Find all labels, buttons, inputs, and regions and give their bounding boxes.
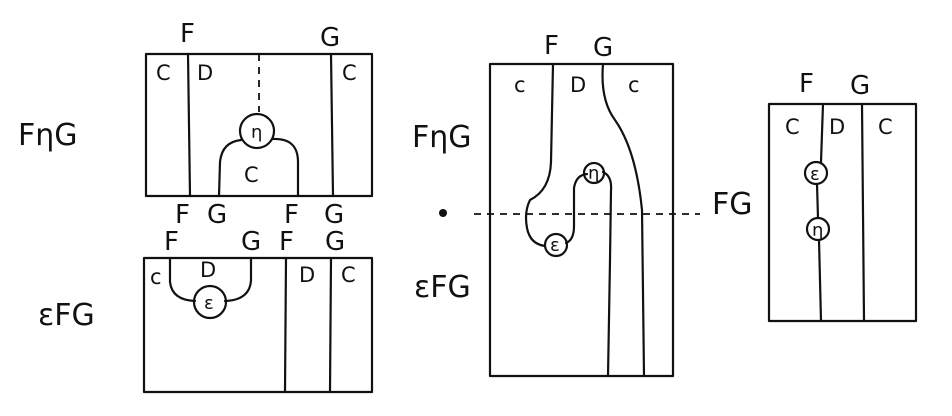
left-top-cup-right: [271, 137, 300, 198]
right-label-f: F: [799, 69, 814, 99]
left-bottom-diagram: c D D C ε: [142, 256, 374, 394]
middle-row-label-epsilon-fg: εFG: [414, 270, 471, 305]
middle-diagram: F G c D c η ε: [439, 31, 700, 378]
mid-label-f4: F: [279, 227, 294, 257]
left-bottom-epsilon-node: [192, 284, 228, 320]
left-top-region-c2: C: [342, 61, 357, 85]
mid-label-f1: F: [175, 200, 190, 230]
right-region-c1: C: [785, 115, 800, 139]
right-eta-symbol: η: [812, 220, 823, 241]
right-region-d: D: [829, 115, 845, 139]
left-row-label-feta-g: FηG: [18, 118, 78, 153]
left-top-wire-g: [329, 52, 335, 198]
middle-region-d: D: [570, 73, 586, 97]
middle-dot: [439, 209, 447, 217]
left-middle-labels: F G F G F G F G: [164, 200, 345, 257]
middle-wire-cap-right: [564, 172, 589, 245]
right-wire-g: [860, 102, 866, 323]
right-epsilon-symbol: ε: [810, 164, 820, 185]
middle-row-label-feta-g: FηG: [412, 120, 472, 155]
middle-epsilon-symbol: ε: [550, 235, 560, 256]
mid-label-g1: G: [207, 200, 227, 230]
left-top-region-c3: C: [244, 163, 259, 187]
left-bottom-region-c1: c: [150, 265, 162, 289]
left-top-cup-left: [217, 138, 243, 198]
middle-wire-down: [601, 170, 613, 378]
right-wire-f-bottom: [817, 238, 823, 323]
left-top-eta-symbol: η: [251, 122, 262, 143]
mid-label-g2: G: [324, 200, 344, 230]
left-top-eta-node: [238, 112, 276, 150]
middle-eta-symbol: η: [588, 163, 599, 184]
left-bottom-frame: [142, 256, 374, 394]
middle-label-f: F: [544, 31, 559, 61]
left-top-diagram: F G C D C C η: [144, 19, 374, 198]
left-top-wire-f: [186, 52, 192, 198]
middle-frame: [488, 62, 675, 378]
right-frame: [767, 102, 918, 323]
left-bottom-wire-f: [283, 256, 288, 394]
left-bottom-region-c2: C: [341, 263, 356, 287]
left-top-region-c1: C: [156, 61, 171, 85]
right-diagram: F G C D C ε η: [767, 69, 918, 323]
left-top-label-f: F: [180, 19, 195, 49]
right-wire-f-middle: [815, 182, 820, 220]
middle-label-g: G: [593, 33, 613, 63]
left-top-label-g: G: [320, 23, 340, 53]
right-region-c2: C: [878, 115, 893, 139]
left-row-label-epsilon-fg: εFG: [38, 298, 95, 333]
middle-epsilon-node: [543, 232, 569, 258]
middle-wire-g: [601, 62, 646, 378]
left-top-region-d: D: [197, 61, 213, 85]
middle-region-c2: c: [628, 73, 640, 97]
middle-region-c1: c: [514, 73, 526, 97]
right-label-g: G: [850, 71, 870, 101]
left-bottom-cap-right: [223, 256, 253, 303]
mid-label-f3: F: [164, 227, 179, 257]
left-bottom-wire-g: [328, 256, 333, 394]
left-bottom-cap-left: [168, 256, 197, 303]
middle-right-label-fg: FG: [712, 187, 753, 222]
mid-label-g3: G: [241, 227, 261, 257]
left-bottom-region-d2: D: [299, 263, 315, 287]
middle-wire-f-left: [524, 62, 555, 248]
mid-label-g4: G: [325, 227, 345, 257]
left-bottom-epsilon-symbol: ε: [204, 293, 214, 314]
right-wire-f-top: [819, 102, 825, 164]
mid-label-f2: F: [284, 200, 299, 230]
left-bottom-region-d1: D: [200, 258, 216, 282]
